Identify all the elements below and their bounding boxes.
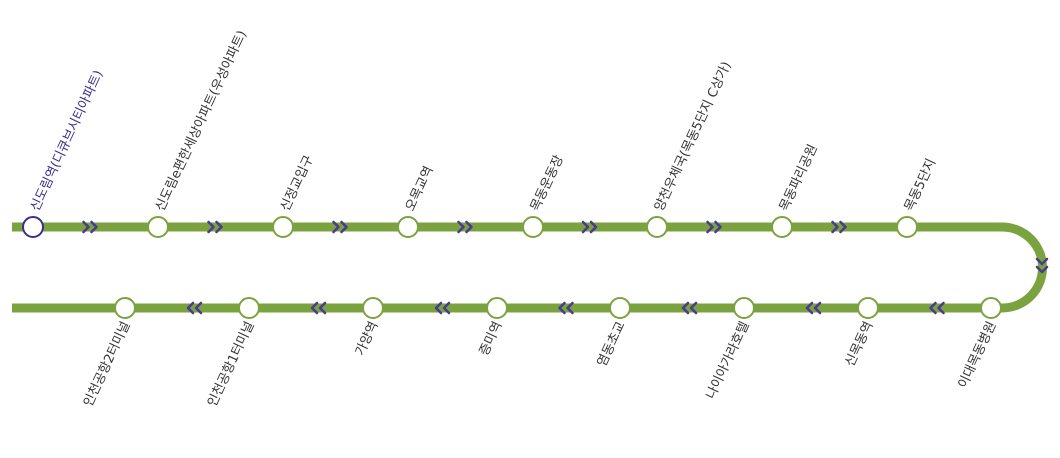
double-chevron-icon xyxy=(681,301,698,315)
stop-label[interactable]: 신목동역 xyxy=(843,319,877,369)
stop-marker[interactable] xyxy=(733,297,755,319)
stop-marker[interactable] xyxy=(272,216,294,238)
stop-marker[interactable] xyxy=(646,216,668,238)
double-chevron-icon xyxy=(457,220,473,234)
double-chevron-icon xyxy=(186,301,203,315)
stop-marker[interactable] xyxy=(362,297,384,319)
current-stop-label[interactable]: 신도림역(디큐브시티아파트) xyxy=(28,68,107,214)
double-chevron-icon xyxy=(332,220,348,234)
direction-arrows xyxy=(82,220,1049,315)
double-chevron-icon xyxy=(310,301,327,315)
stop-marker[interactable] xyxy=(980,297,1002,319)
route-stops xyxy=(22,216,1002,319)
stop-label[interactable]: 인천공항1터미널 xyxy=(205,319,257,409)
double-chevron-icon xyxy=(558,301,574,315)
double-chevron-icon xyxy=(1035,257,1049,274)
double-chevron-icon xyxy=(929,301,945,315)
stop-marker[interactable] xyxy=(147,216,169,238)
double-chevron-icon xyxy=(831,220,847,234)
stop-label[interactable]: 목동5단지 xyxy=(902,156,939,213)
stop-label[interactable]: 신정교입구 xyxy=(278,153,317,214)
stop-labels: 신도림역(디큐브시티아파트) 신도림e편한세상아파트(우성아파트) 신정교입구 오목교… xyxy=(28,28,1000,409)
route-line xyxy=(12,222,1047,313)
stop-marker[interactable] xyxy=(857,297,879,319)
current-stop-marker[interactable] xyxy=(22,216,44,238)
stop-label[interactable]: 이대목동병원 xyxy=(956,319,1000,390)
stop-label[interactable]: 목동파리공원 xyxy=(777,142,821,213)
stop-label[interactable]: 증미역 xyxy=(477,319,506,358)
double-chevron-icon xyxy=(434,301,451,315)
stop-label[interactable]: 염동초교 xyxy=(595,319,629,369)
stop-marker[interactable] xyxy=(522,216,544,238)
stop-marker[interactable] xyxy=(486,297,508,319)
double-chevron-icon xyxy=(805,301,822,315)
stop-marker[interactable] xyxy=(896,216,918,238)
double-chevron-icon xyxy=(207,220,223,234)
stop-label[interactable]: 오목교역 xyxy=(403,164,437,214)
stop-label[interactable]: 가양역 xyxy=(353,319,382,358)
stop-marker[interactable] xyxy=(609,297,631,319)
stop-label[interactable]: 양천우체국(목동5단지 C상가) xyxy=(652,59,735,213)
stop-label[interactable]: 인천공항2터미널 xyxy=(81,319,133,409)
stop-marker[interactable] xyxy=(238,297,260,319)
stop-marker[interactable] xyxy=(397,216,419,238)
stop-marker[interactable] xyxy=(114,297,136,319)
stop-label[interactable]: 신도림e편한세상아파트(우성아파트) xyxy=(153,28,250,213)
double-chevron-icon xyxy=(581,220,598,234)
stop-label[interactable]: 나이아가라호텔 xyxy=(704,319,753,401)
double-chevron-icon xyxy=(706,220,722,234)
stop-marker[interactable] xyxy=(771,216,793,238)
stop-label[interactable]: 목동운동장 xyxy=(528,153,567,214)
double-chevron-icon xyxy=(82,220,98,234)
